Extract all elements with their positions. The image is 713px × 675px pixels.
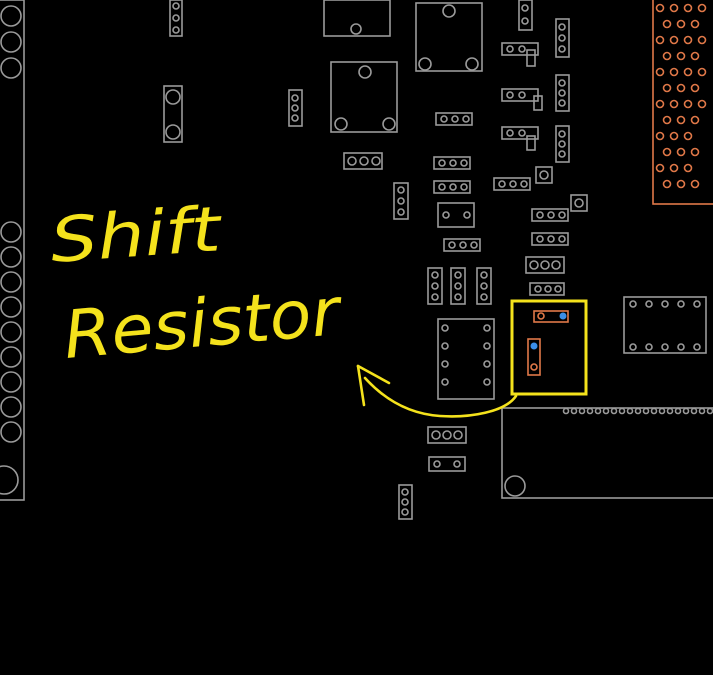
bga-pad [676, 147, 686, 157]
bga-pad [662, 83, 672, 93]
pin-pad [594, 407, 602, 415]
bga-pad [655, 163, 665, 173]
bga-pad [669, 131, 679, 141]
bga-pad [662, 51, 672, 61]
bga-pad [676, 51, 686, 61]
bga-pad [683, 3, 693, 13]
bga-pad [697, 35, 707, 45]
bga-pad [690, 19, 700, 29]
pin-pad [626, 407, 634, 415]
bga-pad [690, 179, 700, 189]
bga-pad [697, 99, 707, 109]
bga-pad [676, 115, 686, 125]
pin-pad [682, 407, 690, 415]
bottom-module-footprint[interactable] [501, 407, 713, 499]
bga-pad [669, 35, 679, 45]
bga-pad [683, 99, 693, 109]
bga-pad [669, 67, 679, 77]
bga-pad [690, 147, 700, 157]
highlight-box [510, 299, 588, 396]
bga-pad [676, 19, 686, 29]
bga-pad [676, 83, 686, 93]
pin-pad [610, 407, 618, 415]
pin-pad [570, 407, 578, 415]
pin-pad [618, 407, 626, 415]
pin-pad [578, 407, 586, 415]
bga-pad [676, 179, 686, 189]
pin-pad [642, 407, 650, 415]
bga-pad [662, 115, 672, 125]
right-ic-footprint[interactable] [623, 296, 707, 354]
dip8-ic-footprint[interactable] [437, 318, 495, 400]
pin-pad [690, 407, 698, 415]
pin-pad [698, 407, 706, 415]
bga-pad [690, 51, 700, 61]
bga-pad [669, 3, 679, 13]
pin-pad [634, 407, 642, 415]
bga-pad [690, 115, 700, 125]
pin-pad [706, 407, 713, 415]
pin-pad [674, 407, 682, 415]
bga-pad [669, 99, 679, 109]
annotation-line-2: Resistor [61, 273, 347, 374]
pin-pad [650, 407, 658, 415]
selected-pad-icon [559, 312, 567, 320]
orange-pad-array[interactable] [652, 0, 713, 205]
pin-pad [562, 407, 570, 415]
pin-pad [666, 407, 674, 415]
bga-pad [655, 131, 665, 141]
bga-pad [683, 35, 693, 45]
left-header-connector[interactable] [0, 0, 25, 501]
shift-resistor-footprint[interactable] [527, 310, 569, 376]
bga-pad [662, 19, 672, 29]
bga-pad [690, 83, 700, 93]
bga-pad [655, 99, 665, 109]
arrow-icon [356, 364, 518, 418]
footprint-group[interactable] [163, 0, 588, 520]
pin-pad [602, 407, 610, 415]
bga-pad [655, 35, 665, 45]
bga-pad [697, 3, 707, 13]
pin-pad [658, 407, 666, 415]
bga-pad [655, 3, 665, 13]
bga-pad [697, 67, 707, 77]
selected-pad-icon [530, 342, 538, 350]
bga-pad [655, 67, 665, 77]
pin-pad [586, 407, 594, 415]
bga-pad [683, 67, 693, 77]
bga-pad [669, 163, 679, 173]
bga-pad [662, 179, 672, 189]
bga-pad [662, 147, 672, 157]
bga-pad [683, 131, 693, 141]
bga-pad [683, 163, 693, 173]
annotation-line-1: Shift [48, 192, 226, 277]
